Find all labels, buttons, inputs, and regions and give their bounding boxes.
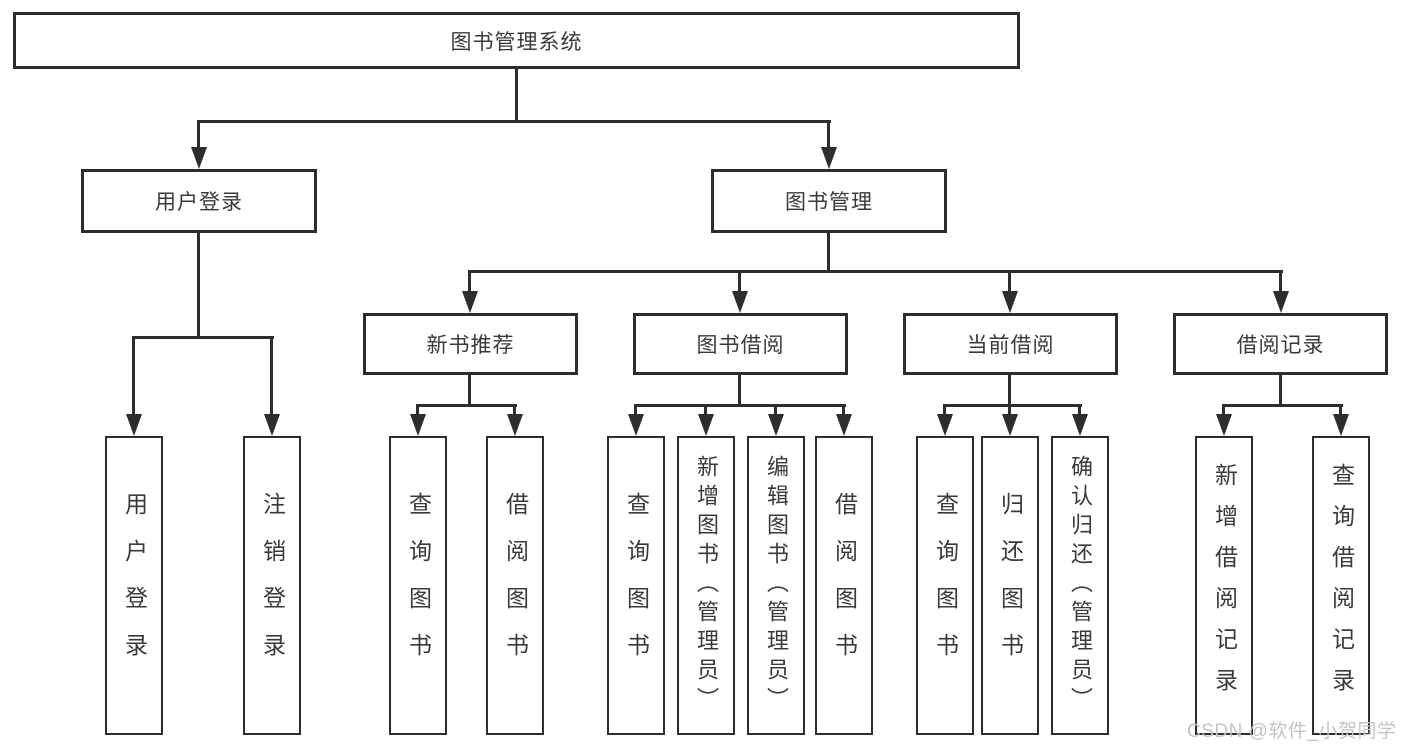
connector-borrow-drop-2 <box>704 404 707 414</box>
connector-mgmt-stem <box>827 233 830 270</box>
arrow-down-icon <box>937 414 953 436</box>
node-borrow-records: 借阅记录 <box>1173 313 1388 375</box>
arrow-down-icon <box>1072 414 1088 436</box>
connector-recommend-drop-1 <box>416 404 419 414</box>
arrow-down-icon <box>1216 414 1232 436</box>
node-label: 图书借阅 <box>696 334 785 357</box>
leaf-confirm-return-admin: 确认归还（管理员） <box>1051 436 1109 735</box>
leaf-label: 查询图书 <box>932 491 959 680</box>
arrow-down-icon <box>462 291 478 313</box>
node-book-management: 图书管理 <box>711 169 947 233</box>
connector-records-branch <box>1222 404 1343 407</box>
connector-root-branch <box>197 120 831 123</box>
node-label: 新书推荐 <box>426 334 515 357</box>
node-label: 当前借阅 <box>966 334 1055 357</box>
leaf-add-borrow-record: 新增借阅记录 <box>1195 436 1253 735</box>
leaf-return-book: 归还图书 <box>981 436 1039 735</box>
node-new-book-recommend: 新书推荐 <box>363 313 578 375</box>
leaf-label: 确认归还（管理员） <box>1068 455 1093 716</box>
connector-mgmt-drop-4 <box>1279 270 1282 292</box>
leaf-label: 借阅图书 <box>502 491 529 680</box>
arrow-down-icon <box>628 414 644 436</box>
leaf-borrow-books-recommend: 借阅图书 <box>486 436 544 735</box>
arrow-down-icon <box>1273 291 1289 313</box>
leaf-label: 注销登录 <box>259 491 286 680</box>
connector-recommend-drop-2 <box>513 404 516 414</box>
connector-recommend-stem <box>468 375 471 406</box>
arrow-down-icon <box>1002 414 1018 436</box>
arrow-down-icon <box>836 414 852 436</box>
arrow-down-icon <box>191 147 207 169</box>
connector-login-drop-2 <box>270 336 273 414</box>
leaf-query-books-recommend: 查询图书 <box>389 436 447 735</box>
arrow-down-icon <box>1333 414 1349 436</box>
connector-borrow-branch <box>634 404 846 407</box>
connector-current-drop-3 <box>1078 404 1081 414</box>
connector-mgmt-drop-1 <box>468 270 471 292</box>
connector-root-drop-left <box>197 120 200 148</box>
connector-current-drop-2 <box>1008 404 1011 414</box>
connector-records-drop-2 <box>1339 404 1342 414</box>
connector-login-stem <box>197 233 200 336</box>
connector-borrow-drop-3 <box>774 404 777 414</box>
arrow-down-icon <box>768 414 784 436</box>
watermark: CSDN @软件_小贺同学 <box>1187 721 1397 742</box>
arrow-down-icon <box>1002 291 1018 313</box>
leaf-label: 新增图书（管理员） <box>694 455 719 716</box>
arrow-down-icon <box>507 414 523 436</box>
arrow-down-icon <box>821 147 837 169</box>
connector-recommend-branch <box>416 404 517 407</box>
leaf-label: 借阅图书 <box>831 491 858 680</box>
connector-records-stem <box>1279 375 1282 406</box>
node-current-borrow: 当前借阅 <box>903 313 1118 375</box>
leaf-borrow-books-borrow: 借阅图书 <box>815 436 873 735</box>
connector-borrow-drop-1 <box>634 404 637 414</box>
connector-borrow-drop-4 <box>842 404 845 414</box>
leaf-add-book-admin: 新增图书（管理员） <box>677 436 735 735</box>
leaf-label: 归还图书 <box>997 491 1024 680</box>
leaf-query-borrow-record: 查询借阅记录 <box>1312 436 1370 735</box>
node-label: 借阅记录 <box>1236 334 1325 357</box>
arrow-down-icon <box>126 414 142 436</box>
leaf-query-books-borrow: 查询图书 <box>607 436 665 735</box>
connector-current-branch <box>943 404 1082 407</box>
connector-records-drop-1 <box>1222 404 1225 414</box>
connector-current-stem <box>1008 375 1011 406</box>
node-label: 图书管理系统 <box>450 30 583 54</box>
node-user-login: 用户登录 <box>81 169 317 233</box>
connector-root-stem <box>515 69 518 120</box>
connector-current-drop-1 <box>943 404 946 414</box>
leaf-label: 编辑图书（管理员） <box>764 455 789 716</box>
node-label: 用户登录 <box>155 191 243 214</box>
arrow-down-icon <box>732 291 748 313</box>
leaf-label: 新增借阅记录 <box>1211 462 1238 709</box>
node-label: 图书管理 <box>785 191 873 214</box>
connector-mgmt-branch <box>468 270 1283 273</box>
node-book-borrow: 图书借阅 <box>633 313 848 375</box>
connector-root-drop-right <box>827 120 830 148</box>
node-library-management-system: 图书管理系统 <box>13 12 1020 69</box>
leaf-label: 查询图书 <box>405 491 432 680</box>
arrow-down-icon <box>264 414 280 436</box>
leaf-user-login: 用户登录 <box>105 436 163 735</box>
connector-login-branch <box>132 336 274 339</box>
connector-login-drop-1 <box>132 336 135 414</box>
leaf-logout: 注销登录 <box>243 436 301 735</box>
connector-borrow-stem <box>738 375 741 406</box>
leaf-query-books-current: 查询图书 <box>916 436 974 735</box>
leaf-label: 用户登录 <box>121 491 148 680</box>
leaf-edit-book-admin: 编辑图书（管理员） <box>747 436 805 735</box>
connector-mgmt-drop-2 <box>738 270 741 292</box>
arrow-down-icon <box>698 414 714 436</box>
leaf-label: 查询借阅记录 <box>1328 462 1355 709</box>
arrow-down-icon <box>410 414 426 436</box>
leaf-label: 查询图书 <box>623 491 650 680</box>
connector-mgmt-drop-3 <box>1008 270 1011 292</box>
